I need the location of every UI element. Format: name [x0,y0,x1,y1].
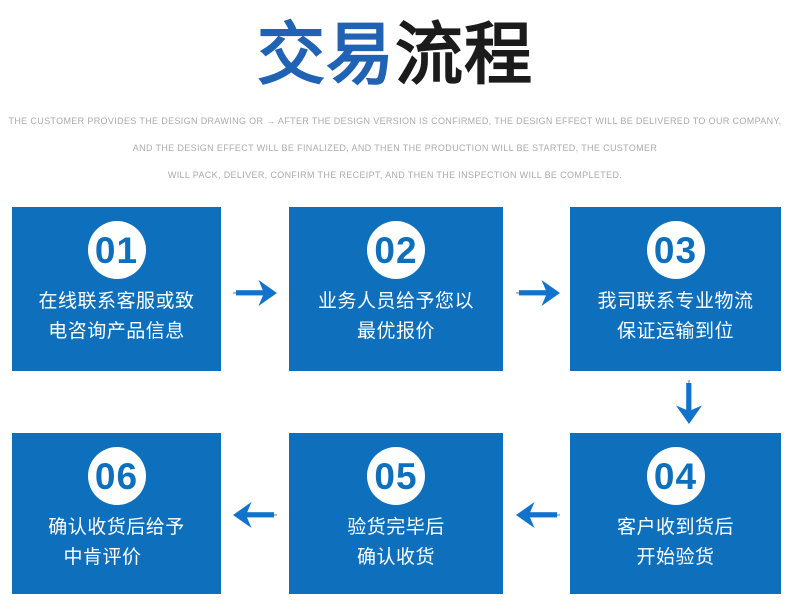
step-label: 客户收到货后 开始验货 [570,513,781,573]
step-number-badge: 01 [87,221,146,279]
step-text-line1: 验货完毕后 [347,517,445,538]
left-arrow-icon [516,502,560,528]
down-arrow-icon [676,380,702,424]
subtitle-line-3: WILL PACK, DELIVER, CONFIRM THE RECEIPT,… [167,170,623,180]
step-text-line1: 客户收到货后 [616,517,734,538]
step-label: 在线联系客服或致 电咨询产品信息 [12,287,221,347]
step-box-04: 04 客户收到货后 开始验货 [570,433,781,594]
step-number: 01 [94,229,139,271]
page-title: 交易流程 [0,16,790,95]
step-box-02: 02 业务人员给予您以 最优报价 [289,207,503,371]
step-text-line1: 我司联系专业物流 [597,291,754,312]
step-text-line2: 开始验货 [636,547,715,568]
step-number: 04 [653,455,698,497]
step-box-06: 06 确认收货后给予 中肯评价 [12,433,221,594]
subtitle-line-1: THE CUSTOMER PROVIDES THE DESIGN DRAWING… [8,116,782,126]
step-number-badge: 05 [367,447,425,505]
step-box-01: 01 在线联系客服或致 电咨询产品信息 [12,207,221,371]
step-text-line2: 最优报价 [356,321,435,342]
step-number-badge: 02 [367,221,425,279]
step-number-badge: 04 [646,447,705,505]
step-number: 03 [653,229,698,271]
step-label: 我司联系专业物流 保证运输到位 [570,287,781,347]
left-arrow-icon [233,502,277,528]
step-text-line2: 电咨询产品信息 [48,321,185,342]
subtitle: THE CUSTOMER PROVIDES THE DESIGN DRAWING… [0,108,790,189]
right-arrow-icon [516,280,560,306]
step-text-line1: 业务人员给予您以 [317,291,474,312]
subtitle-line-2: AND THE DESIGN EFFECT WILL BE FINALIZED,… [132,143,658,153]
step-text-line1: 在线联系客服或致 [38,291,195,312]
step-number: 05 [374,455,418,497]
step-text-line2: 中肯评价 [63,547,142,568]
page-title-blue-part: 交易 [256,17,395,93]
step-box-03: 03 我司联系专业物流 保证运输到位 [570,207,781,371]
step-label: 业务人员给予您以 最优报价 [289,287,503,347]
step-text-line1: 确认收货后给予 [48,517,185,538]
step-text-line2: 保证运输到位 [616,321,734,342]
step-box-05: 05 验货完毕后 确认收货 [289,433,503,594]
step-number-badge: 03 [646,221,705,279]
step-label: 验货完毕后 确认收货 [289,513,503,573]
step-number: 06 [94,455,139,497]
step-number-badge: 06 [87,447,146,505]
step-label: 确认收货后给予 中肯评价 [12,513,221,573]
page-title-black-part: 流程 [395,17,534,93]
step-text-line2: 确认收货 [356,547,435,568]
right-arrow-icon [233,280,277,306]
step-number: 02 [374,229,418,271]
